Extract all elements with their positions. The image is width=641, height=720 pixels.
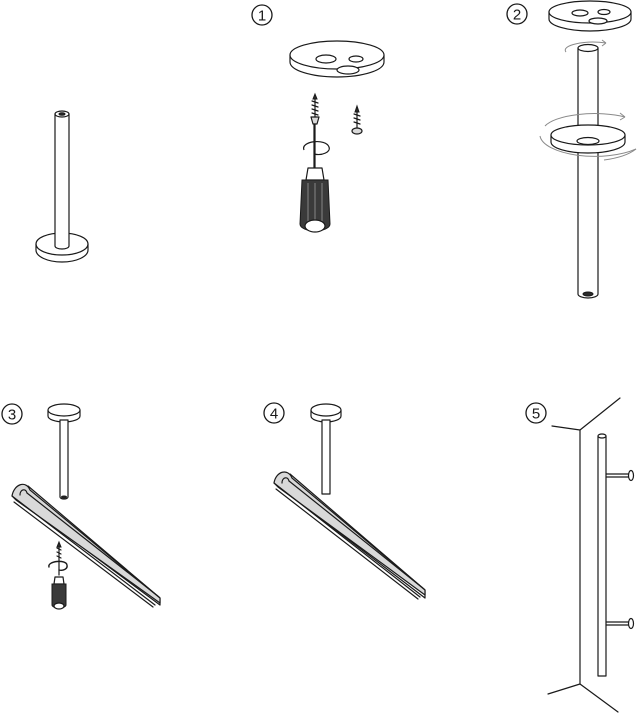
step-2-base-disc [539, 112, 637, 161]
rotation-arrow-icon [544, 113, 626, 127]
screw-icon [351, 104, 363, 135]
screwdriver-icon [299, 123, 331, 233]
step-1-ceiling-plate [289, 40, 385, 78]
screwdriver-icon [48, 540, 68, 610]
step-5-badge: 5 [525, 402, 547, 424]
step-5-room-corner [547, 397, 621, 713]
step-5-number: 5 [532, 406, 540, 423]
step-4-ceiling-plate-and-rod [310, 403, 342, 495]
rod-with-base-overview [35, 110, 89, 263]
rotation-arrow-icon [603, 148, 637, 161]
step-3-badge: 3 [1, 403, 23, 425]
step-3-ceiling-plate-and-rod [47, 403, 81, 500]
step-4-number: 4 [270, 406, 278, 423]
step-4-badge: 4 [263, 402, 285, 424]
screw-icon [310, 92, 320, 125]
step-1-number: 1 [258, 8, 266, 25]
rotation-arrow-icon [564, 41, 607, 53]
step-2-rod [564, 39, 607, 299]
step-3-number: 3 [8, 407, 16, 424]
step-4-light-profile [273, 471, 426, 600]
step-2-ceiling-plate [548, 0, 632, 32]
step-2-number: 2 [513, 7, 521, 24]
step-2-badge: 2 [506, 3, 528, 25]
step-1-badge: 1 [251, 4, 273, 26]
step-3-light-profile [11, 483, 161, 608]
step-5-wall-mounted-profile [597, 433, 635, 677]
